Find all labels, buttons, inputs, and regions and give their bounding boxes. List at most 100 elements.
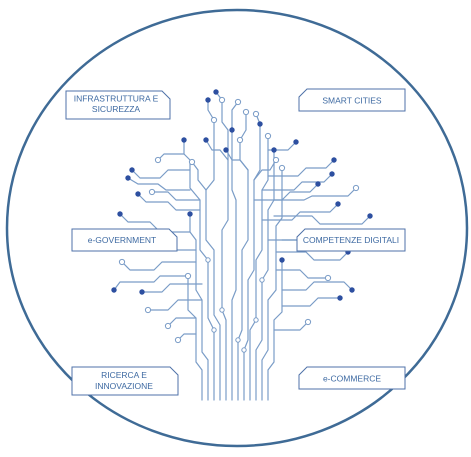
circuit-node-filled (271, 147, 277, 153)
circuit-trace (261, 167, 283, 401)
circuit-trace (157, 153, 185, 161)
circuit-node-hollow (241, 347, 247, 353)
circuit-node-filled (135, 191, 141, 197)
circuit-node-filled (279, 257, 285, 263)
circuit-node-filled (181, 137, 187, 143)
circuit-trace (261, 203, 339, 221)
circuit-node-filled (125, 175, 131, 181)
circuit-node-hollow (253, 317, 259, 323)
circuit-tree-icon (113, 91, 371, 401)
circuit-node-hollow (242, 108, 250, 116)
circuit-node-filled (315, 181, 321, 187)
circuit-node-filled (205, 97, 211, 103)
circuit-node-filled (203, 137, 209, 143)
circuit-node-filled (257, 121, 263, 127)
circuit-trace (255, 149, 275, 401)
circuit-trace (237, 139, 249, 401)
circuit-node-filled (293, 139, 299, 145)
label-ricerca-line1: RICERCA E (101, 370, 147, 380)
circuit-trace (281, 297, 341, 307)
circuit-trace (205, 119, 221, 401)
circuit-trace (121, 261, 197, 271)
circuit-node-hollow (144, 306, 152, 314)
circuit-node-filled (213, 89, 219, 95)
circuit-trace (249, 135, 269, 401)
label-smart-cities: SMART CITIES (298, 88, 406, 112)
circuit-trace (187, 275, 203, 401)
circuit-node-hollow (352, 184, 360, 192)
label-e-government-text: e-GOVERNMENT (88, 235, 156, 245)
circuit-trace (167, 317, 197, 327)
circuit-trace (151, 191, 201, 201)
circuit-trace (275, 251, 349, 261)
circuit-node-filled (329, 171, 335, 177)
circuit-node-hollow (174, 336, 182, 344)
circuit-trace (183, 139, 215, 401)
circuit-node-hollow (272, 156, 280, 164)
circuit-node-hollow (211, 327, 217, 333)
circle-frame (5, 8, 469, 448)
circuit-node-hollow (264, 132, 272, 140)
label-ricerca-innovazione: RICERCA E INNOVAZIONE (71, 366, 179, 396)
circuit-node-filled (187, 211, 193, 217)
circuit-node-hollow (278, 164, 286, 172)
circuit-trace (267, 259, 283, 401)
circuit-trace (239, 111, 247, 141)
label-e-commerce: e-COMMERCE (298, 366, 406, 390)
circuit-node-hollow (154, 156, 162, 164)
circuit-trace (273, 215, 371, 225)
circuit-trace (225, 149, 249, 171)
circuit-node-filled (349, 287, 355, 293)
circuit-node-filled (229, 127, 235, 133)
circuit-trace (131, 169, 191, 179)
circuit-node-filled (337, 295, 343, 301)
circuit-node-filled (139, 289, 145, 295)
circuit-nodes (111, 89, 373, 353)
circuit-trace (253, 183, 319, 201)
circuit-trace (273, 321, 309, 331)
label-infrastruttura-line1: INFRASTRUTTURA E (74, 94, 159, 104)
circuit-trace (275, 269, 329, 279)
label-ricerca-line2: INNOVAZIONE (95, 381, 153, 391)
label-infrastruttura-line2: SICUREZZA (92, 104, 141, 114)
circuit-trace (137, 193, 201, 211)
circuit-node-hollow (235, 337, 241, 343)
circuit-trace (189, 213, 209, 401)
circuit-trace (231, 129, 237, 401)
circuit-node-hollow (219, 307, 225, 313)
circuit-trace (261, 173, 333, 191)
label-e-government: e-GOVERNMENT (71, 228, 178, 252)
circuit-trace (113, 275, 189, 291)
circuit-node-filled (117, 211, 123, 217)
circuit-trace (243, 123, 261, 401)
circuit-node-filled (335, 201, 341, 207)
circuit-node-hollow (184, 272, 192, 280)
label-competenze-digitali: COMPETENZE DIGITALI (296, 228, 406, 252)
circuit-trace (191, 161, 207, 191)
circuit-node-hollow (252, 110, 260, 118)
circuit-node-hollow (304, 318, 312, 326)
label-infrastruttura-sicurezza: INFRASTRUTTURA E SICUREZZA (65, 90, 171, 120)
circuit-trace (273, 187, 357, 201)
circuit-node-hollow (259, 277, 265, 283)
circuit-node-hollow (210, 116, 218, 124)
label-smart-cities-text: SMART CITIES (322, 96, 382, 106)
circuit-trace (127, 177, 191, 191)
circuit-node-hollow (205, 257, 211, 263)
circuit-trace (267, 159, 335, 177)
circuit-trace (207, 99, 215, 121)
circuit-trace (147, 299, 203, 311)
circuit-node-filled (129, 167, 135, 173)
circuit-node-filled (367, 213, 373, 219)
circuit-node-filled (331, 157, 337, 163)
circuit-trace (221, 99, 229, 401)
label-e-commerce-text: e-COMMERCE (323, 374, 381, 384)
circuit-node-hollow (236, 136, 244, 144)
circuit-node-hollow (148, 188, 156, 196)
circuit-node-hollow (188, 158, 196, 166)
circuit-trace (141, 283, 203, 293)
circuit-node-hollow (218, 96, 226, 104)
circuit-node-filled (223, 147, 229, 153)
circuit-trace (231, 101, 239, 131)
